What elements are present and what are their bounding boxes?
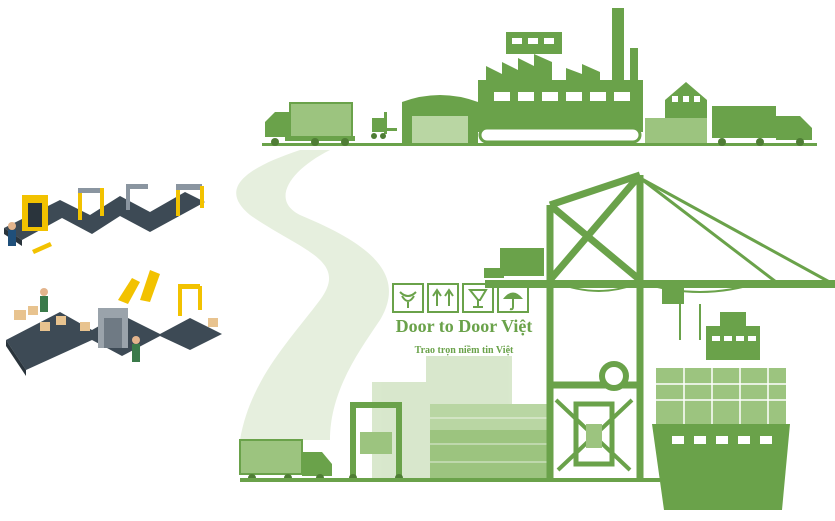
truck-right-icon xyxy=(712,106,812,146)
truck-left-icon xyxy=(265,102,355,146)
handling-icons xyxy=(392,283,529,313)
fragile-glass-icon xyxy=(392,283,424,313)
port-scene xyxy=(239,171,835,510)
this-way-up-icon xyxy=(427,283,459,313)
keep-dry-umbrella-icon xyxy=(497,283,529,313)
conveyor-belt xyxy=(478,126,642,144)
winding-road xyxy=(236,150,389,440)
straddle-carrier xyxy=(349,402,403,482)
forklift-icon xyxy=(371,112,397,139)
crane-boom xyxy=(485,280,835,288)
production-line-bottom xyxy=(6,270,222,376)
factory-row xyxy=(262,8,817,146)
truck-bottom-icon xyxy=(239,439,332,482)
ship-hull xyxy=(652,424,790,510)
brand-name: Door to Door Việt xyxy=(395,316,533,336)
brand-tagline: Trao trọn niềm tin Việt xyxy=(414,345,514,356)
factory-building xyxy=(478,80,643,132)
production-line-top xyxy=(4,184,205,254)
handle-with-care-icon xyxy=(462,283,494,313)
container-ship xyxy=(652,312,790,510)
brand-block: Door to Door Việt Trao trọn niềm tin Việ… xyxy=(388,316,540,356)
